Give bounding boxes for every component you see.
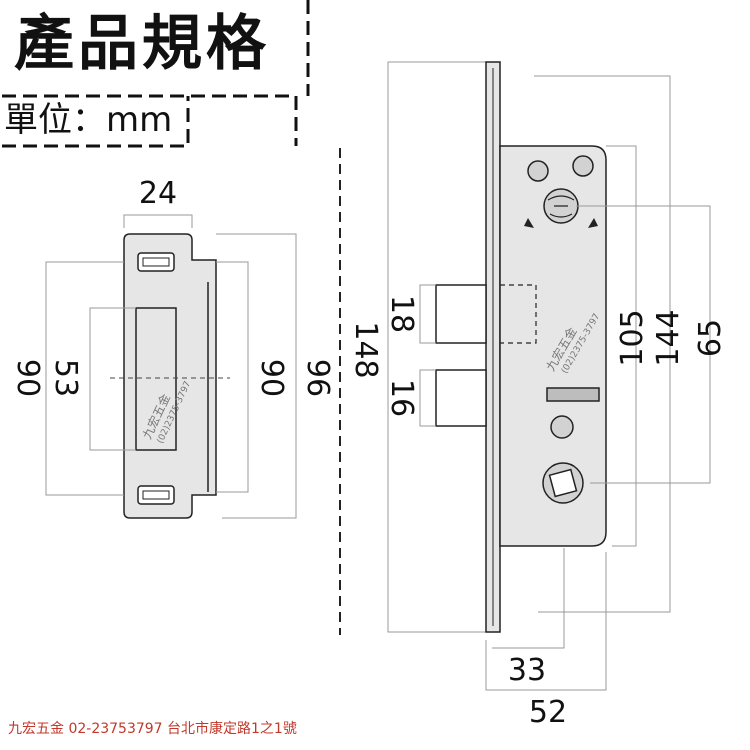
dim-strike-width: 24	[139, 176, 177, 211]
dim-strike-outer-height: 90	[10, 359, 45, 397]
dim-backset-handle: 33	[508, 653, 546, 688]
unit-label: 單位：mm	[4, 100, 173, 140]
faceplate-dimension-lines	[387, 61, 486, 633]
strike-opening	[135, 307, 177, 451]
lock-dimension-lines	[419, 75, 711, 691]
strike-plate: 九宏五金 (02)2375-3797	[110, 233, 230, 519]
latch-bolt	[435, 284, 487, 344]
dim-strike-opening: 53	[48, 359, 83, 397]
dim-strike-rail-height: 90	[254, 359, 289, 397]
dim-case-height: 144	[651, 309, 686, 366]
mortise-lock: 九宏五金 (02)2375-3797	[435, 61, 607, 633]
deadbolt	[435, 369, 487, 427]
indicator-slot	[546, 387, 600, 402]
footer-contact: 九宏五金 02-23753797 台北市康定路1之1號	[8, 721, 297, 737]
dim-deadbolt-height: 16	[384, 379, 419, 417]
strike-dimension-lines	[45, 214, 297, 519]
dim-faceplate-height: 148	[348, 321, 383, 378]
dim-strike-total-height: 96	[300, 359, 335, 397]
page-title: 產品規格	[14, 9, 270, 79]
dim-latch-height: 18	[384, 295, 419, 333]
lock-case	[499, 145, 607, 547]
header-frame	[2, 0, 310, 148]
dim-handle-spacing: 105	[615, 309, 650, 366]
dim-cylinder-to-handle: 65	[693, 319, 728, 357]
dim-backset-case: 52	[529, 695, 567, 730]
